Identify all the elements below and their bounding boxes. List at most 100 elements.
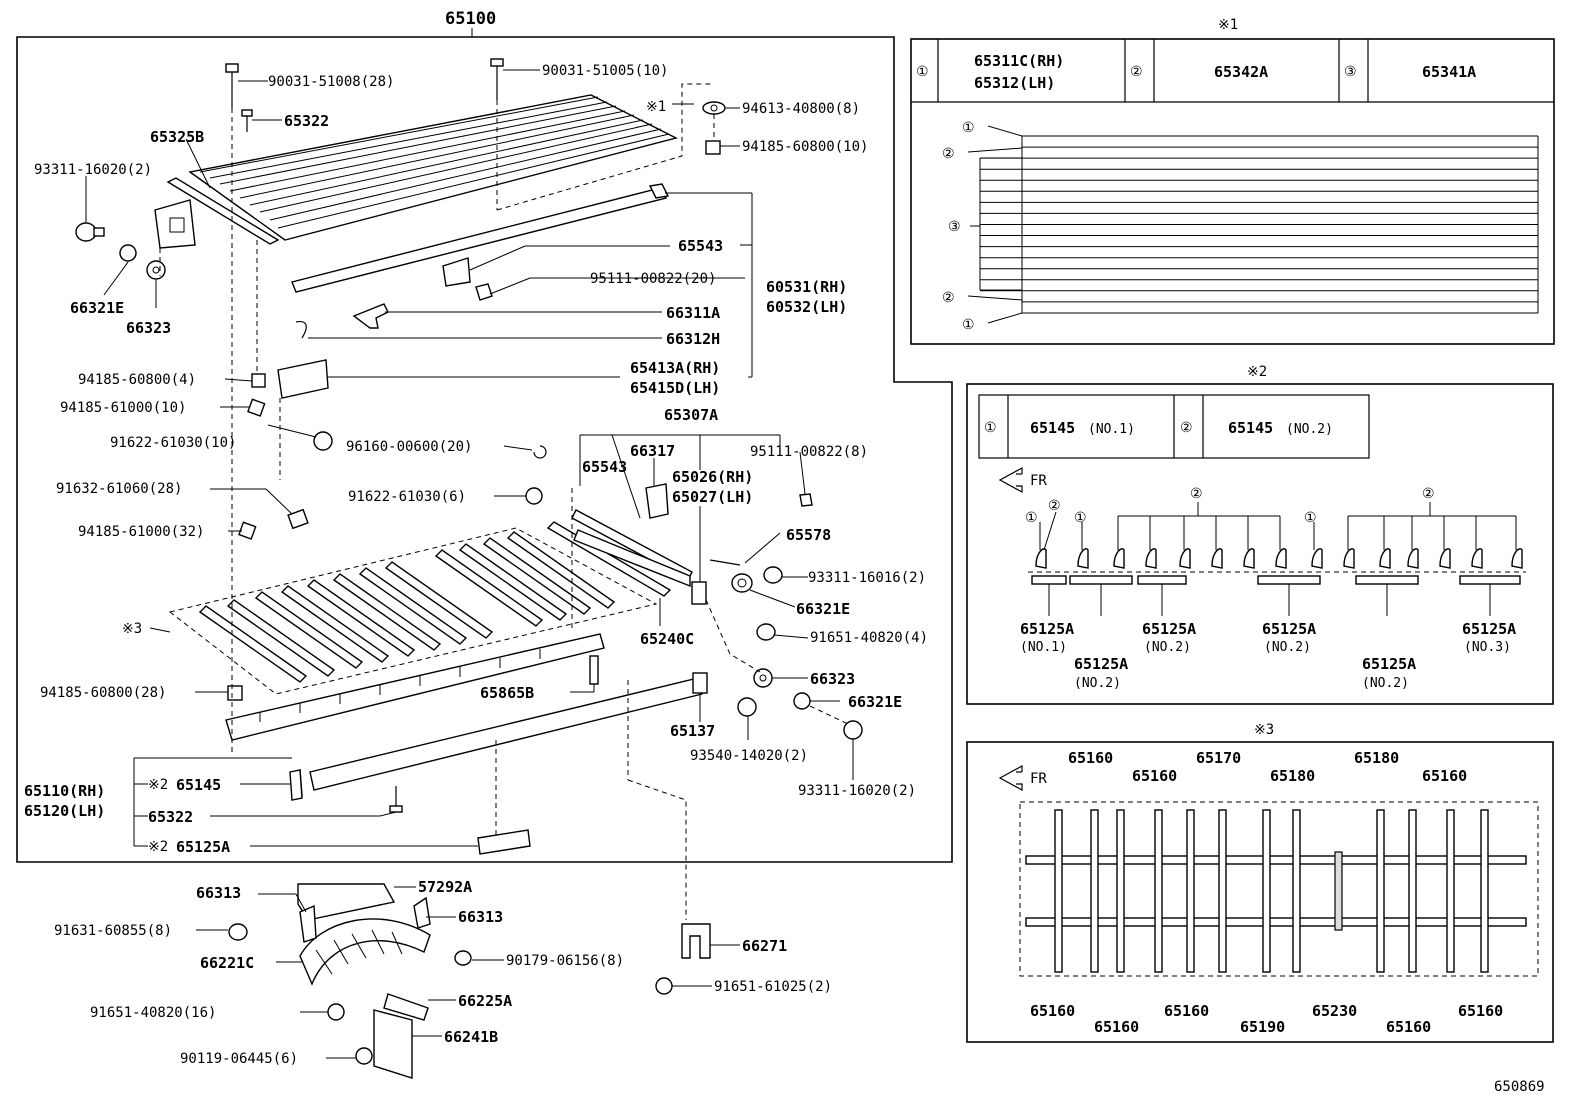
inset-2-no1-sub: (NO.1) [1088, 422, 1135, 437]
label-66321E-mid: 66321E [796, 600, 850, 618]
label-66311A: 66311A [666, 304, 720, 322]
label-94185-61000-32: 94185-61000(32) [78, 524, 204, 540]
label-66241B: 66241B [444, 1028, 498, 1046]
label-94185-60800-10: 94185-60800(10) [742, 139, 868, 155]
side-rail-top [291, 187, 668, 293]
clip-shape [1379, 548, 1391, 569]
label-66313-left: 66313 [196, 884, 241, 902]
inset-1-num-2: ② [1130, 64, 1143, 80]
label-note-x3: ※3 [122, 621, 142, 637]
label-94185-60800-4: 94185-60800(4) [78, 372, 196, 388]
inset-2-fr-arrow [998, 466, 1023, 494]
inset-1-num-3: ③ [1344, 64, 1357, 80]
label-65322-top: 65322 [284, 112, 329, 130]
label-65145: 65145 [176, 776, 221, 794]
inset-3-top-3: 65170 [1196, 749, 1241, 767]
clip-shape [1035, 548, 1047, 569]
label-65543-mid: 65543 [582, 458, 627, 476]
label-65578: 65578 [786, 526, 831, 544]
label-66313-right: 66313 [458, 908, 503, 926]
inset-1-65341A: 65341A [1422, 63, 1476, 81]
bar [1446, 809, 1455, 973]
bar [1262, 809, 1271, 973]
clip-shape [1243, 548, 1255, 569]
inset-2-c1c: ① [1304, 510, 1317, 526]
label-65322-bottom: 65322 [148, 808, 193, 826]
label-94185-61000-10: 94185-61000(10) [60, 400, 186, 416]
label-60531: 60531(RH) [766, 278, 847, 296]
strip [1031, 575, 1067, 585]
label-91622-61030-10: 91622-61030(10) [110, 435, 236, 451]
inset-3-bot-1: 65160 [1030, 1002, 1075, 1020]
strip [1355, 575, 1419, 585]
bar [1186, 809, 1195, 973]
bar [1090, 809, 1099, 973]
label-57292A: 57292A [418, 878, 472, 896]
label-90179-06156: 90179-06156(8) [506, 953, 624, 969]
label-91622-61030-6: 91622-61030(6) [348, 489, 466, 505]
inset-2-c2c: ② [1422, 486, 1435, 502]
label-65240C: 65240C [640, 630, 694, 648]
label-66312H: 66312H [666, 330, 720, 348]
label-95111-00822-8: 95111-00822(8) [750, 444, 868, 460]
clip-shape [1511, 548, 1523, 569]
inset-1: ※1 ① 65311C(RH) 65312(LH) ② 65342A ③ 653… [910, 17, 1555, 345]
label-65325B: 65325B [150, 128, 204, 146]
label-note-x2a: ※2 [148, 777, 168, 793]
clip-shape [1179, 548, 1191, 569]
label-66221C: 66221C [200, 954, 254, 972]
inset-3-top-6: 65160 [1422, 767, 1467, 785]
inset-3-bot-4: 65190 [1240, 1018, 1285, 1036]
clip-shape [1471, 548, 1483, 569]
bar [1154, 809, 1163, 973]
inset-2-label-e: 65125A [1362, 655, 1416, 673]
label-94613-40800: 94613-40800(8) [742, 101, 860, 117]
clip-shape [1145, 548, 1157, 569]
clip-shape [1343, 548, 1355, 569]
clip-shape [1113, 548, 1125, 569]
inset-2: ※2 ① 65145 (NO.1) ② 65145 (NO.2) FR ① ② … [966, 364, 1554, 705]
label-66271: 66271 [742, 937, 787, 955]
label-60532: 60532(LH) [766, 298, 847, 316]
inset-2-65145-no1: 65145 [1030, 419, 1075, 437]
inset-1-callout-2b: ② [942, 290, 955, 306]
inset-1-num-1: ① [916, 64, 929, 80]
inset-2-sub-f: (NO.3) [1464, 640, 1511, 655]
inset-2-65145-no2: 65145 [1228, 419, 1273, 437]
label-95111-00822-20: 95111-00822(20) [590, 271, 716, 287]
label-65120: 65120(LH) [24, 802, 105, 820]
inset-1-65342A: 65342A [1214, 63, 1268, 81]
label-93311-16020-right: 93311-16020(2) [798, 783, 916, 799]
label-65307A: 65307A [664, 406, 718, 424]
label-65415D: 65415D(LH) [630, 379, 720, 397]
inset-3: ※3 FR 65160 65160 65170 65180 65180 6516… [966, 722, 1554, 1043]
inset-2-label-c: 65125A [1142, 620, 1196, 638]
label-65137: 65137 [670, 722, 715, 740]
bar [1408, 809, 1417, 973]
footer-code: 650869 [1494, 1079, 1545, 1095]
inset-1-callout-1a: ① [962, 120, 975, 136]
bar [1292, 809, 1301, 973]
top-fasteners [225, 58, 726, 155]
long-sill [309, 677, 703, 791]
strip [1459, 575, 1521, 585]
inset-3-bot-7: 65160 [1458, 1002, 1503, 1020]
fender-assembly [228, 883, 711, 1079]
label-90119-06445: 90119-06445(6) [180, 1051, 298, 1067]
floor-bearers [168, 509, 693, 695]
inset-3-top-2: 65160 [1132, 767, 1177, 785]
clip-shape [1407, 548, 1419, 569]
inset-3-top-1: 65160 [1068, 749, 1113, 767]
label-91651-61025: 91651-61025(2) [714, 979, 832, 995]
inset-3-bot-3: 65160 [1164, 1002, 1209, 1020]
inset-2-label-d: 65125A [1262, 620, 1316, 638]
label-65027: 65027(LH) [672, 488, 753, 506]
inset-1-65312: 65312(LH) [974, 74, 1055, 92]
inset-3-bot-2: 65160 [1094, 1018, 1139, 1036]
inset-2-c2a: ② [1048, 498, 1061, 514]
label-93540-14020: 93540-14020(2) [690, 748, 808, 764]
label-96160-00600: 96160-00600(20) [346, 439, 472, 455]
clip-shape [1311, 548, 1323, 569]
inset-2-label-b: 65125A [1074, 655, 1128, 673]
